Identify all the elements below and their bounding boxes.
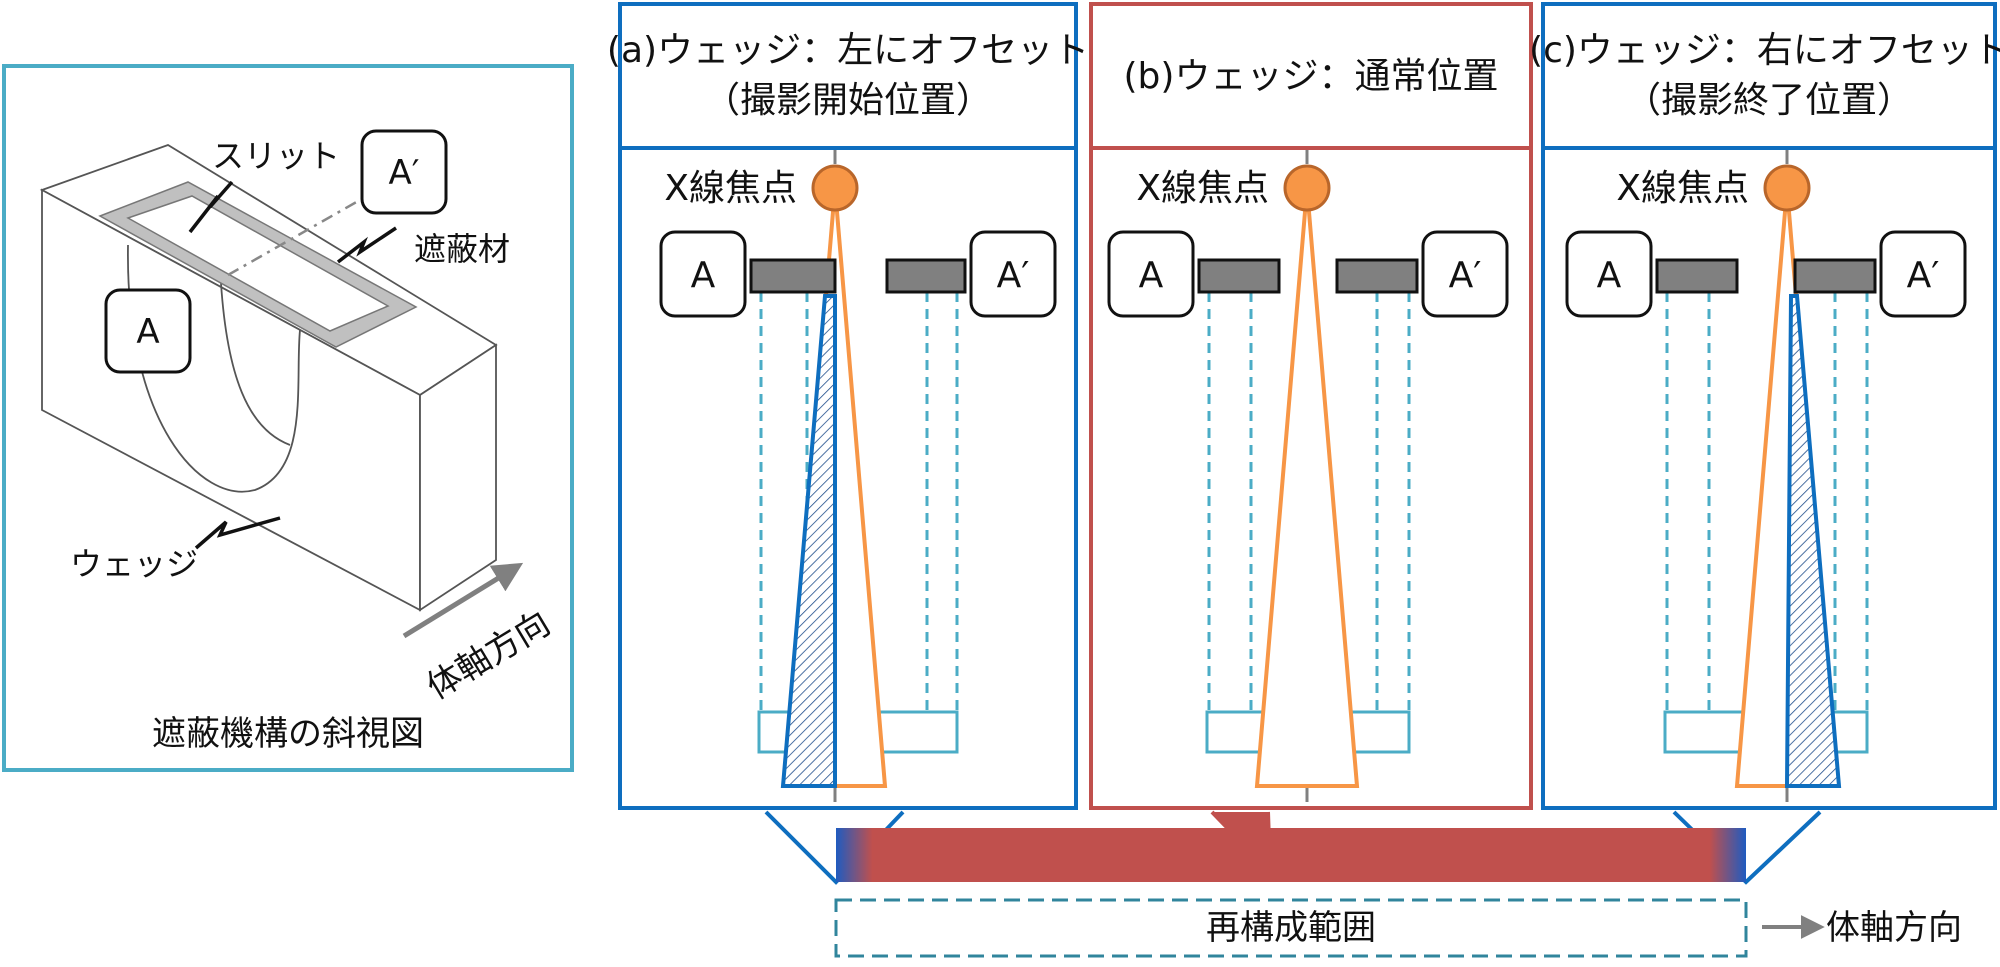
marker-a: A xyxy=(136,312,159,352)
xray-beam xyxy=(1254,187,1360,788)
reconstruction-band xyxy=(836,828,1746,882)
shield-leader xyxy=(336,226,397,264)
marker-a-box xyxy=(1565,230,1653,318)
focal-point-icon xyxy=(1763,164,1811,212)
marker-a-prime: A′ xyxy=(389,153,420,193)
panel-header xyxy=(618,2,1078,150)
reconstruction-area: 再構成範囲 体軸方向 xyxy=(764,810,1962,958)
label-shield: 遮蔽材 xyxy=(414,230,510,268)
marker-a: A xyxy=(1597,255,1622,296)
marker-a-box xyxy=(104,288,192,374)
perspective-caption: 遮蔽機構の斜視図 xyxy=(152,714,424,754)
reconstruction-axis-label: 体軸方向 xyxy=(1826,908,1962,948)
panel-a: (a)ウェッジ：左にオフセット （撮影開始位置） X線焦点 A A′ xyxy=(607,2,1089,810)
reconstruction-label: 再構成範囲 xyxy=(1206,908,1376,948)
panel-title-line1: (c)ウェッジ：右にオフセット xyxy=(1529,30,2000,71)
marker-a: A xyxy=(1139,255,1164,296)
callout-b xyxy=(1212,812,1270,876)
marker-a-prime-box xyxy=(1421,230,1509,318)
panel-title-line2: （撮影終了位置） xyxy=(1625,80,1913,121)
marker-a-prime: A′ xyxy=(1907,255,1940,296)
panel-title-line1: (a)ウェッジ：左にオフセット xyxy=(607,30,1089,71)
panel-header xyxy=(1541,2,1997,150)
perspective-panel: A A′ スリット 遮蔽材 ウェッジ 体軸方向 遮蔽機構の斜視図 xyxy=(2,64,574,772)
collimator-left xyxy=(1197,258,1281,294)
marker-a: A xyxy=(691,255,716,296)
slit-leader xyxy=(188,180,234,234)
marker-a-box xyxy=(1107,230,1195,318)
collimator-left xyxy=(749,258,837,294)
panel-c: (c)ウェッジ：右にオフセット （撮影終了位置） X線焦点 A A′ xyxy=(1529,2,2000,810)
wedge-shadow xyxy=(1784,294,1842,788)
collimator-right xyxy=(1793,258,1877,294)
slit-centerline xyxy=(227,198,361,277)
focal-label: X線焦点 xyxy=(1136,168,1269,209)
marker-a-box xyxy=(659,230,747,318)
collimator-right xyxy=(885,258,967,294)
focal-point-icon xyxy=(1283,164,1331,212)
focal-point-icon xyxy=(811,164,859,212)
focal-label: X線焦点 xyxy=(664,168,797,209)
focal-label: X線焦点 xyxy=(1616,168,1749,209)
collimator-right xyxy=(1335,258,1419,294)
wedge-leader xyxy=(194,516,281,550)
marker-a-prime-box xyxy=(360,129,448,215)
panel-title-line1: (b)ウェッジ：通常位置 xyxy=(1124,56,1499,97)
label-slit: スリット xyxy=(212,137,340,175)
panel-header xyxy=(1089,2,1533,150)
marker-a-prime: A′ xyxy=(1449,255,1482,296)
marker-a-prime-box xyxy=(969,230,1057,318)
marker-a-prime: A′ xyxy=(997,255,1030,296)
axis-arrow xyxy=(402,562,524,639)
collimator-left xyxy=(1655,258,1739,294)
wedge-shadow xyxy=(780,294,837,788)
marker-a-prime-box xyxy=(1879,230,1967,318)
reconstruction-range-box xyxy=(834,898,1748,958)
label-wedge: ウェッジ xyxy=(70,545,198,583)
panel-title-line2: （撮影開始位置） xyxy=(704,80,992,121)
panel-b: (b)ウェッジ：通常位置 X線焦点 A A′ xyxy=(1089,2,1533,810)
